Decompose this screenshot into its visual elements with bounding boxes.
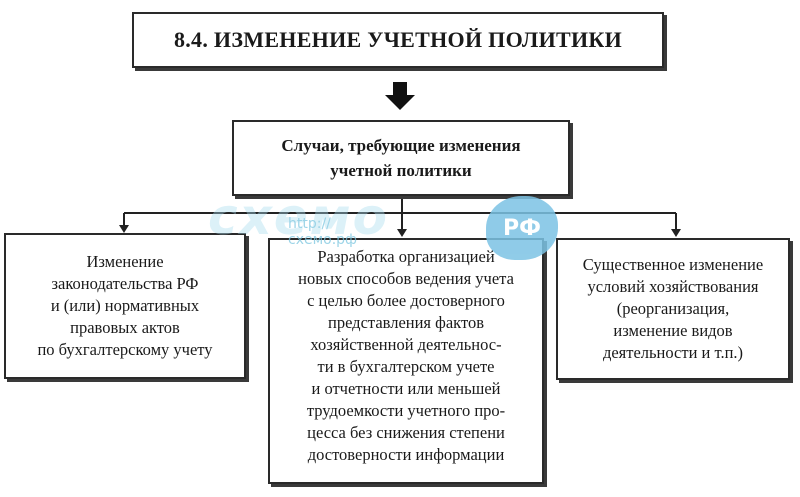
left-text: Изменение законодательства РФ и (или) но… bbox=[37, 252, 213, 359]
arrow-down-icon bbox=[385, 95, 415, 110]
watermark-badge: РФ bbox=[486, 196, 558, 260]
arrow-left-icon bbox=[119, 225, 129, 233]
node-new-methods: Разработка организацией новых способов в… bbox=[268, 238, 544, 484]
arrow-right-icon bbox=[671, 229, 681, 237]
right-text: Существенное изменение условий хозяйство… bbox=[582, 255, 764, 362]
middle-text: Разработка организацией новых способов в… bbox=[298, 247, 514, 464]
arrow-mid-icon bbox=[397, 229, 407, 237]
title-text: 8.4. ИЗМЕНЕНИЕ УЧЕТНОЙ ПОЛИТИКИ bbox=[173, 27, 623, 52]
center-text: Случаи, требующие изменения учетной поли… bbox=[281, 136, 521, 180]
arrow-shaft bbox=[393, 82, 407, 96]
page-title: 8.4. ИЗМЕНЕНИЕ УЧЕТНОЙ ПОЛИТИКИ bbox=[132, 12, 664, 68]
center-node: Случаи, требующие изменения учетной поли… bbox=[232, 120, 570, 196]
node-conditions-change: Существенное изменение условий хозяйство… bbox=[556, 238, 790, 380]
node-legislation-change: Изменение законодательства РФ и (или) но… bbox=[4, 233, 246, 379]
